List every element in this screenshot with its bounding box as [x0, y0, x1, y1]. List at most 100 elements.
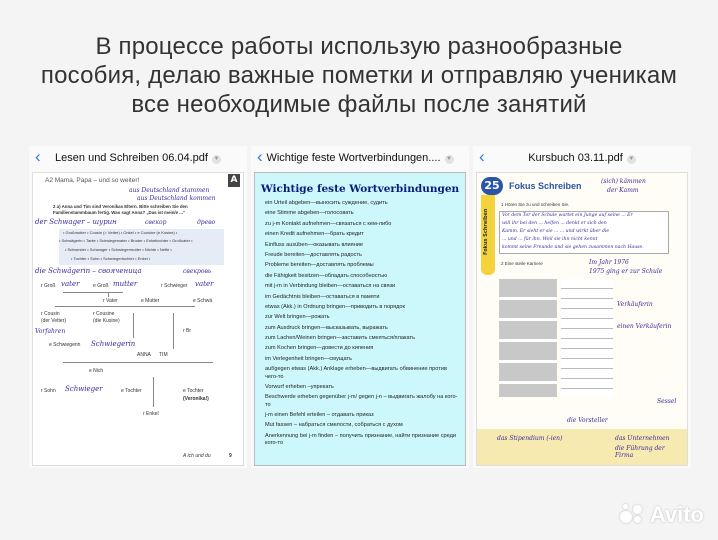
file-name: Kursbuch 03.11.pdf — [528, 152, 623, 164]
task-1: 1 Hören Sie zu und schreiben Sie. — [501, 202, 570, 207]
tree-label: (die Kusine) — [93, 318, 120, 324]
phrase-item: zur Welt bringen—рожать — [265, 314, 330, 321]
tree-label: e Mutter — [141, 298, 160, 304]
annotation: свекровь — [183, 268, 212, 275]
tree-label: e Groß — [93, 283, 109, 289]
annotation: Verkäuferin — [617, 301, 653, 308]
tree-label: r Cousin — [41, 311, 60, 317]
phrase-item: im Gedächtnis bleiben—оставаться в памят… — [265, 293, 380, 300]
phrase-item: Freude bereiten—доставлять радость — [265, 251, 362, 258]
annotation: Sessel — [657, 398, 677, 405]
back-chevron-icon[interactable]: ‹ — [479, 147, 485, 166]
tree-label: r Groß — [41, 283, 56, 289]
pdf-viewer-wortverbindungen: ‹ Wichtige feste Wortverbindungen....▼ W… — [251, 146, 469, 468]
chevron-down-icon[interactable]: ▼ — [444, 155, 454, 164]
annotation: aus Deutschland kommen — [137, 195, 216, 202]
chevron-down-icon[interactable]: ▼ — [626, 155, 636, 164]
phrase-item: Mut fassen – набраться смелости, собрать… — [265, 422, 403, 429]
annotation: einen Verkäuferin — [617, 323, 672, 330]
phrase-item: Einfluss ausüben—оказывать влияние — [265, 241, 364, 248]
phrase-item: zum Kochen bringen—довести до кипения — [265, 345, 374, 352]
phrase-item: auf/gegen etwas (Akk.) Anklage erheben—в… — [265, 366, 447, 380]
phrase-list: ein Urteil abgeben—выносить суждение, су… — [255, 200, 465, 447]
title-line: В процессе работы использую разнообразны… — [95, 33, 623, 60]
phrase-item: eine Stimme abgeben—голосовать — [265, 210, 354, 217]
bottom-band — [477, 429, 687, 465]
back-chevron-icon[interactable]: ‹ — [257, 147, 263, 166]
title-line: пособия, делаю важные пометки и отправля… — [40, 62, 678, 89]
pdf-page[interactable]: A A2 Mama, Papa – und so weiter! aus Deu… — [32, 172, 244, 466]
annotation: Im Jahr 1976 — [589, 259, 629, 266]
phrase-item: zum Ausdruck bringen—высказывать, выража… — [265, 324, 388, 331]
phrase-item: einen Kredit aufnehmen—брать кредит — [265, 231, 364, 238]
phrase-item: Anerkennung bei j-m finden – получить пр… — [265, 432, 456, 447]
side-tab: Fokus Schreiben — [481, 195, 495, 275]
tree-label: e Schwä — [193, 298, 213, 304]
avito-watermark: Avito — [619, 502, 704, 528]
exercise-heading: A2 Mama, Papa – und so weiter! — [45, 177, 140, 184]
exercise-task: 2 a) Anna und Tim sind Veronikas Eltern.… — [53, 204, 188, 215]
file-name: Wichtige feste Wortverbindungen.... — [266, 152, 441, 164]
phrase-item: ein Urteil abgeben—выносить суждение, су… — [265, 200, 388, 206]
timeline-lines — [561, 279, 613, 397]
tree-label: r Vater — [103, 298, 118, 304]
annotation: древо — [197, 219, 216, 226]
annotation: свекор — [145, 219, 167, 226]
annotation: die Schwägerin – свояченица — [35, 267, 142, 275]
phrase-item: etwas (Akk.) in Ordnung bringen—приводит… — [265, 303, 405, 310]
phrase-item: Probleme bereiten—доставлять проблемы — [265, 262, 374, 269]
annotation: der Schwager – шурин — [35, 218, 117, 226]
document-heading: Wichtige feste Wortverbindungen — [260, 183, 460, 195]
lesson-number-badge: 25 — [481, 177, 503, 195]
pdf-page[interactable]: Wichtige feste Wortverbindungen ein Urte… — [254, 172, 466, 466]
tree-label: (Veronika!) — [183, 396, 209, 402]
annotation: mutter — [113, 280, 138, 288]
phrase-item: zu j-m Kontakt aufnehmen—связаться с кем… — [265, 220, 392, 227]
tree-label: (der Vetter) — [41, 318, 67, 324]
annotation: 1975 ging er zur Schule — [589, 268, 663, 275]
phrase-item: Beschwerde erheben gegenüber j-m/ gegen … — [265, 394, 458, 408]
viewer-header: ‹ Kursbuch 03.11.pdf▼ — [473, 146, 691, 170]
tree-label: r Schwieger — [161, 283, 188, 289]
annotation: die Vorsteller — [567, 417, 608, 424]
tree-label: e Tochter — [121, 388, 142, 394]
phrase-item: zum Lachen/Weinen bringen—заставить смея… — [265, 335, 415, 342]
annotation: der Kamm — [607, 187, 639, 194]
title-line: все необходимые файлы после занятий — [131, 91, 587, 118]
photo-grid — [499, 279, 557, 397]
annotation: das Stipendium (-ien) — [497, 435, 563, 442]
chevron-down-icon[interactable]: ▼ — [211, 155, 221, 164]
phrase-item: im Verlegenheit bringen—смущать — [265, 355, 352, 362]
corner-letter: A — [228, 174, 240, 187]
annotation: Schwiegerin — [91, 340, 136, 348]
annotation: Schwieger — [65, 385, 103, 393]
pdf-page[interactable]: Fokus Schreiben 25 Fokus Schreiben (sich… — [476, 172, 688, 466]
annotation: (sich) kämmen — [601, 178, 646, 185]
avito-logo-icon — [619, 503, 646, 525]
tree-label: r Cousine — [93, 311, 115, 317]
phrase-item: mit j-m in Verbindung bleiben—оставаться… — [265, 283, 396, 290]
phrase-item: j-m einen Befehl erteilen – отдавать при… — [265, 412, 374, 419]
phrase-item: die Fähigkeit besitzen—обладать способно… — [265, 272, 388, 279]
annotation: aus Deutschland stammen — [129, 187, 210, 194]
annotation: Vorfahren — [35, 328, 66, 335]
tree-label: TIM — [159, 352, 168, 358]
tree-label: r Enkel — [143, 411, 159, 417]
viewer-header: ‹ Wichtige feste Wortverbindungen....▼ — [251, 146, 469, 170]
tree-label: r Br — [183, 328, 192, 334]
back-chevron-icon[interactable]: ‹ — [35, 147, 41, 166]
promo-title: В процессе работы использую разнообразны… — [0, 32, 718, 119]
page-footer: A ich und du — [183, 453, 211, 459]
annotation: das Unternehmen — [615, 435, 670, 442]
annotation: vater — [195, 280, 214, 288]
page-number: 9 — [229, 453, 232, 459]
tree-label: r Sohn — [41, 388, 56, 394]
section-heading: Fokus Schreiben — [509, 181, 582, 191]
annotation: vater — [61, 280, 80, 288]
writing-box: Vor dem Tor der Schule wartet ein Junge … — [499, 211, 669, 254]
tree-label: e Tochter — [183, 388, 204, 394]
phrase-item: Vorwurf erheben –упрекать — [265, 383, 334, 390]
viewer-header: ‹ Lesen und Schreiben 06.04.pdf▼ — [29, 146, 247, 170]
annotation: die Führung der Firma — [615, 445, 665, 460]
tree-label: e Nich — [89, 368, 104, 374]
